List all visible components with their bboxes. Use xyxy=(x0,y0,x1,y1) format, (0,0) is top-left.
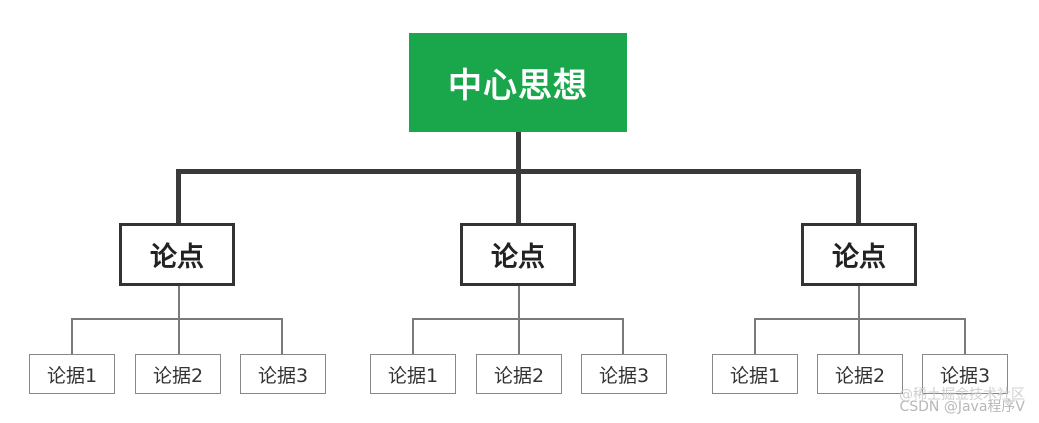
evidence-node-3-2: 论据2 xyxy=(817,354,903,394)
argument-node-label: 论点 xyxy=(491,242,545,273)
argument-node-label: 论点 xyxy=(150,242,204,273)
argument-node-label: 论点 xyxy=(832,242,886,273)
evidence-drop-connector-3b xyxy=(858,318,860,354)
evidence-node-label: 论据2 xyxy=(493,364,545,387)
evidence-node-2-2: 论据2 xyxy=(476,354,562,394)
evidence-stem-connector-3 xyxy=(858,286,860,320)
evidence-node-label: 论据3 xyxy=(257,364,309,387)
root-node-central-idea: 中心思想 xyxy=(409,33,627,132)
watermark-line-1: @稀土掘金技术社区 xyxy=(899,387,1025,403)
evidence-drop-connector-1a xyxy=(71,318,73,354)
evidence-stem-connector-1 xyxy=(178,286,180,320)
argument-node-1: 论点 xyxy=(119,223,235,286)
evidence-node-label: 论据3 xyxy=(939,364,991,387)
evidence-node-1-1: 论据1 xyxy=(29,354,115,394)
evidence-drop-connector-1c xyxy=(281,318,283,354)
evidence-bus-connector-3 xyxy=(754,318,966,320)
evidence-node-label: 论据2 xyxy=(834,364,886,387)
evidence-node-label: 论据2 xyxy=(152,364,204,387)
branch-drop-connector-1 xyxy=(176,169,181,223)
evidence-node-2-1: 论据1 xyxy=(370,354,456,394)
evidence-node-3-3: 论据3 xyxy=(922,354,1008,394)
evidence-node-label: 论据1 xyxy=(46,364,98,387)
evidence-node-label: 论据1 xyxy=(387,364,439,387)
evidence-bus-connector-1 xyxy=(71,318,283,320)
root-stem-connector xyxy=(516,132,521,172)
evidence-node-2-3: 论据3 xyxy=(581,354,667,394)
evidence-stem-connector-2 xyxy=(518,286,520,320)
evidence-node-1-3: 论据3 xyxy=(240,354,326,394)
watermark: @稀土掘金技术社区 CSDN @Java程序V xyxy=(899,387,1025,415)
evidence-drop-connector-3a xyxy=(754,318,756,354)
branch-drop-connector-2 xyxy=(516,169,521,223)
evidence-drop-connector-2c xyxy=(622,318,624,354)
branch-drop-connector-3 xyxy=(856,169,861,223)
evidence-node-3-1: 论据1 xyxy=(712,354,798,394)
evidence-node-1-2: 论据2 xyxy=(135,354,221,394)
evidence-drop-connector-2a xyxy=(412,318,414,354)
argument-node-2: 论点 xyxy=(460,223,576,286)
evidence-drop-connector-2b xyxy=(518,318,520,354)
evidence-node-label: 论据1 xyxy=(729,364,781,387)
root-node-label: 中心思想 xyxy=(448,66,588,106)
watermark-line-2: CSDN @Java程序V xyxy=(899,399,1025,415)
evidence-node-label: 论据3 xyxy=(598,364,650,387)
evidence-drop-connector-3c xyxy=(964,318,966,354)
evidence-drop-connector-1b xyxy=(178,318,180,354)
argument-node-3: 论点 xyxy=(801,223,917,286)
